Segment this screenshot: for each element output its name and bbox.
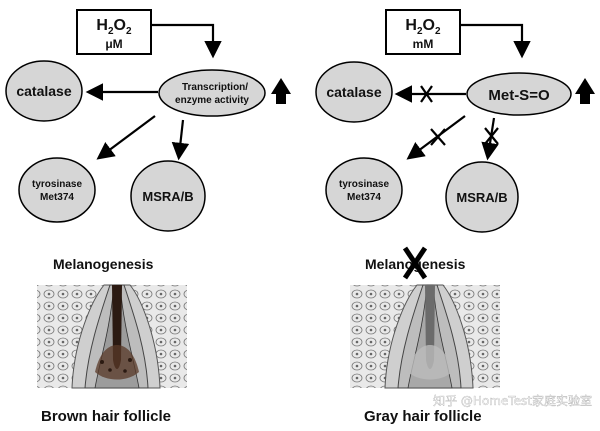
right-panel: H2O2 mM catalase Met-S=O tyrosinase	[315, 9, 595, 425]
tyrosinase-sub-right: Met374	[347, 192, 381, 203]
block-mark-catalase	[420, 85, 433, 103]
tyrosinase-label-left: tyrosinase	[32, 179, 82, 190]
brown-hair-follicle-illustration	[37, 284, 187, 389]
msra-node-left	[130, 160, 206, 232]
catalase-label-left: catalase	[16, 83, 71, 99]
melanogenesis-blocked-x	[402, 246, 428, 280]
met-s-o-label: Met-S=O	[488, 87, 550, 104]
arrow-to-msra-left	[171, 119, 190, 161]
caption-gray-hair: Gray hair follicle	[364, 408, 482, 425]
msra-label-left: MSRA/B	[142, 189, 193, 204]
caption-brown-hair: Brown hair follicle	[41, 408, 171, 425]
watermark: 知乎 @HomeTest家庭实验室	[433, 393, 592, 408]
tyrosinase-node-right	[325, 157, 403, 223]
met-s-o-node	[466, 72, 572, 116]
transcription-node	[158, 69, 266, 117]
h2o2-arrow-right	[460, 23, 531, 59]
h2o2-unit-left: μM	[105, 37, 122, 51]
increase-up-arrow-right	[575, 78, 595, 104]
tyrosinase-node-left	[18, 157, 96, 223]
h2o2-box-left	[76, 9, 152, 55]
transcription-label-line2: enzyme activity	[175, 95, 249, 106]
h2o2-label-right: H2O2	[405, 17, 441, 37]
tyrosinase-sub-left: Met374	[40, 192, 74, 203]
h2o2-label-left: H2O2	[96, 17, 132, 37]
gray-hair-follicle-illustration	[350, 284, 500, 389]
block-mark-msra	[484, 127, 499, 145]
left-panel: H2O2 μM catalase Transcription/ enzyme a…	[5, 9, 291, 425]
h2o2-box-right	[385, 9, 461, 55]
msra-label-right: MSRA/B	[456, 190, 507, 205]
melanogenesis-label-left: Melanogenesis	[53, 256, 154, 272]
arrow-to-tyrosinase-left	[96, 115, 156, 160]
block-mark-tyrosinase	[430, 128, 446, 146]
tyrosinase-label-right: tyrosinase	[339, 179, 389, 190]
msra-node-right	[445, 161, 519, 233]
h2o2-unit-right: mM	[413, 37, 434, 51]
catalase-label-right: catalase	[326, 84, 381, 100]
h2o2-arrow-left	[151, 23, 222, 59]
transcription-label-line1: Transcription/	[182, 82, 248, 93]
catalase-node-left	[5, 60, 83, 122]
increase-up-arrow	[271, 78, 291, 104]
catalase-node-right	[315, 61, 393, 123]
